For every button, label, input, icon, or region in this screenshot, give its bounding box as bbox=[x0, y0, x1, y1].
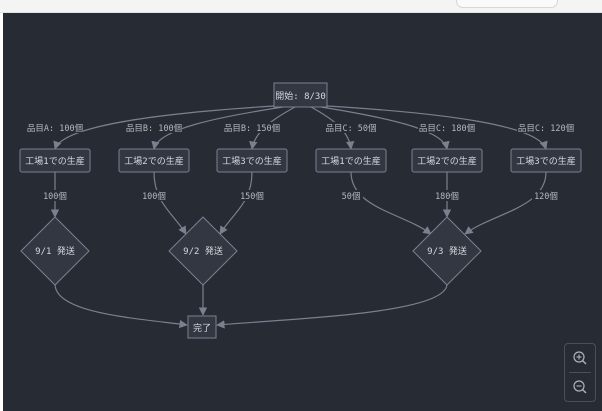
edge-factory-6-to-ship-3 bbox=[464, 171, 547, 235]
top-bar-control[interactable] bbox=[456, 0, 558, 8]
edge-factory-4-to-ship-3 bbox=[350, 171, 432, 235]
start-node-label: 開始: 8/30 bbox=[275, 90, 326, 102]
edge-label-in-3: 品目B: 150個 bbox=[224, 123, 280, 134]
factory-node-5-label: 工場2での生産 bbox=[417, 155, 476, 167]
edge-label-in-6: 品目C: 120個 bbox=[518, 123, 574, 134]
ship-node-2-label: 9/2 発送 bbox=[183, 245, 223, 257]
edge-label-out-4: 50個 bbox=[342, 191, 361, 202]
factory-node-1[interactable]: 工場1での生産 bbox=[19, 148, 91, 173]
edge-label-in-4: 品目C: 50個 bbox=[325, 123, 376, 134]
edge-start-to-factory-6 bbox=[326, 105, 548, 150]
zoom-controls bbox=[564, 343, 596, 402]
ship-node-3-label: 9/3 発送 bbox=[427, 245, 467, 257]
factory-node-2[interactable]: 工場2での生産 bbox=[118, 148, 190, 173]
edge-label-in-1: 品目A: 100個 bbox=[27, 123, 83, 134]
end-node[interactable]: 完了 bbox=[187, 315, 217, 339]
top-bar bbox=[0, 0, 602, 13]
ship-node-1[interactable]: 9/1 発送 bbox=[20, 216, 90, 286]
edge-label-in-5: 品目C: 180個 bbox=[419, 123, 475, 134]
flowchart: 開始: 8/30 品目A: 100個 品目B: 100個 品目B: 150個 品… bbox=[19, 82, 582, 339]
edge-label-out-6: 120個 bbox=[534, 191, 558, 202]
factory-node-4-label: 工場1での生産 bbox=[321, 155, 380, 167]
edge-label-out-1: 100個 bbox=[43, 191, 67, 202]
ship-node-2[interactable]: 9/2 発送 bbox=[168, 216, 238, 286]
ship-node-1-label: 9/1 発送 bbox=[35, 245, 75, 257]
edge-start-to-factory-1 bbox=[53, 105, 275, 150]
factory-node-6[interactable]: 工場3での生産 bbox=[510, 148, 582, 173]
factory-node-6-label: 工場3での生産 bbox=[516, 155, 575, 167]
edge-factory-2-to-ship-2 bbox=[153, 171, 187, 235]
edge-ship-3-to-end bbox=[216, 283, 448, 329]
zoom-in-button[interactable] bbox=[565, 344, 595, 372]
diagram-canvas[interactable]: 開始: 8/30 品目A: 100個 品目B: 100個 品目B: 150個 品… bbox=[3, 13, 602, 411]
edge-label-out-3: 150個 bbox=[240, 191, 264, 202]
edge-start-to-factory-5 bbox=[320, 106, 450, 150]
factory-node-5[interactable]: 工場2での生産 bbox=[411, 148, 483, 173]
zoom-in-icon bbox=[573, 351, 587, 365]
factory-node-4[interactable]: 工場1での生産 bbox=[315, 148, 387, 173]
factory-node-3[interactable]: 工場3での生産 bbox=[216, 148, 288, 173]
factory-node-1-label: 工場1での生産 bbox=[25, 155, 84, 167]
edge-label-out-5: 180個 bbox=[435, 191, 459, 202]
edge-start-to-factory-2 bbox=[151, 106, 284, 150]
factory-node-2-label: 工場2での生産 bbox=[124, 155, 183, 167]
zoom-divider bbox=[569, 372, 591, 373]
edge-label-out-2: 100個 bbox=[142, 191, 166, 202]
edge-factory-3-to-ship-2 bbox=[219, 171, 253, 235]
zoom-out-icon bbox=[573, 380, 587, 394]
start-node[interactable]: 開始: 8/30 bbox=[273, 82, 328, 108]
zoom-out-button[interactable] bbox=[565, 373, 595, 401]
ship-node-3[interactable]: 9/3 発送 bbox=[412, 216, 482, 286]
factory-node-3-label: 工場3での生産 bbox=[222, 155, 281, 167]
edge-ship-1-to-end bbox=[54, 283, 188, 329]
end-node-label: 完了 bbox=[193, 322, 211, 334]
edge-label-in-2: 品目B: 100個 bbox=[126, 123, 182, 134]
